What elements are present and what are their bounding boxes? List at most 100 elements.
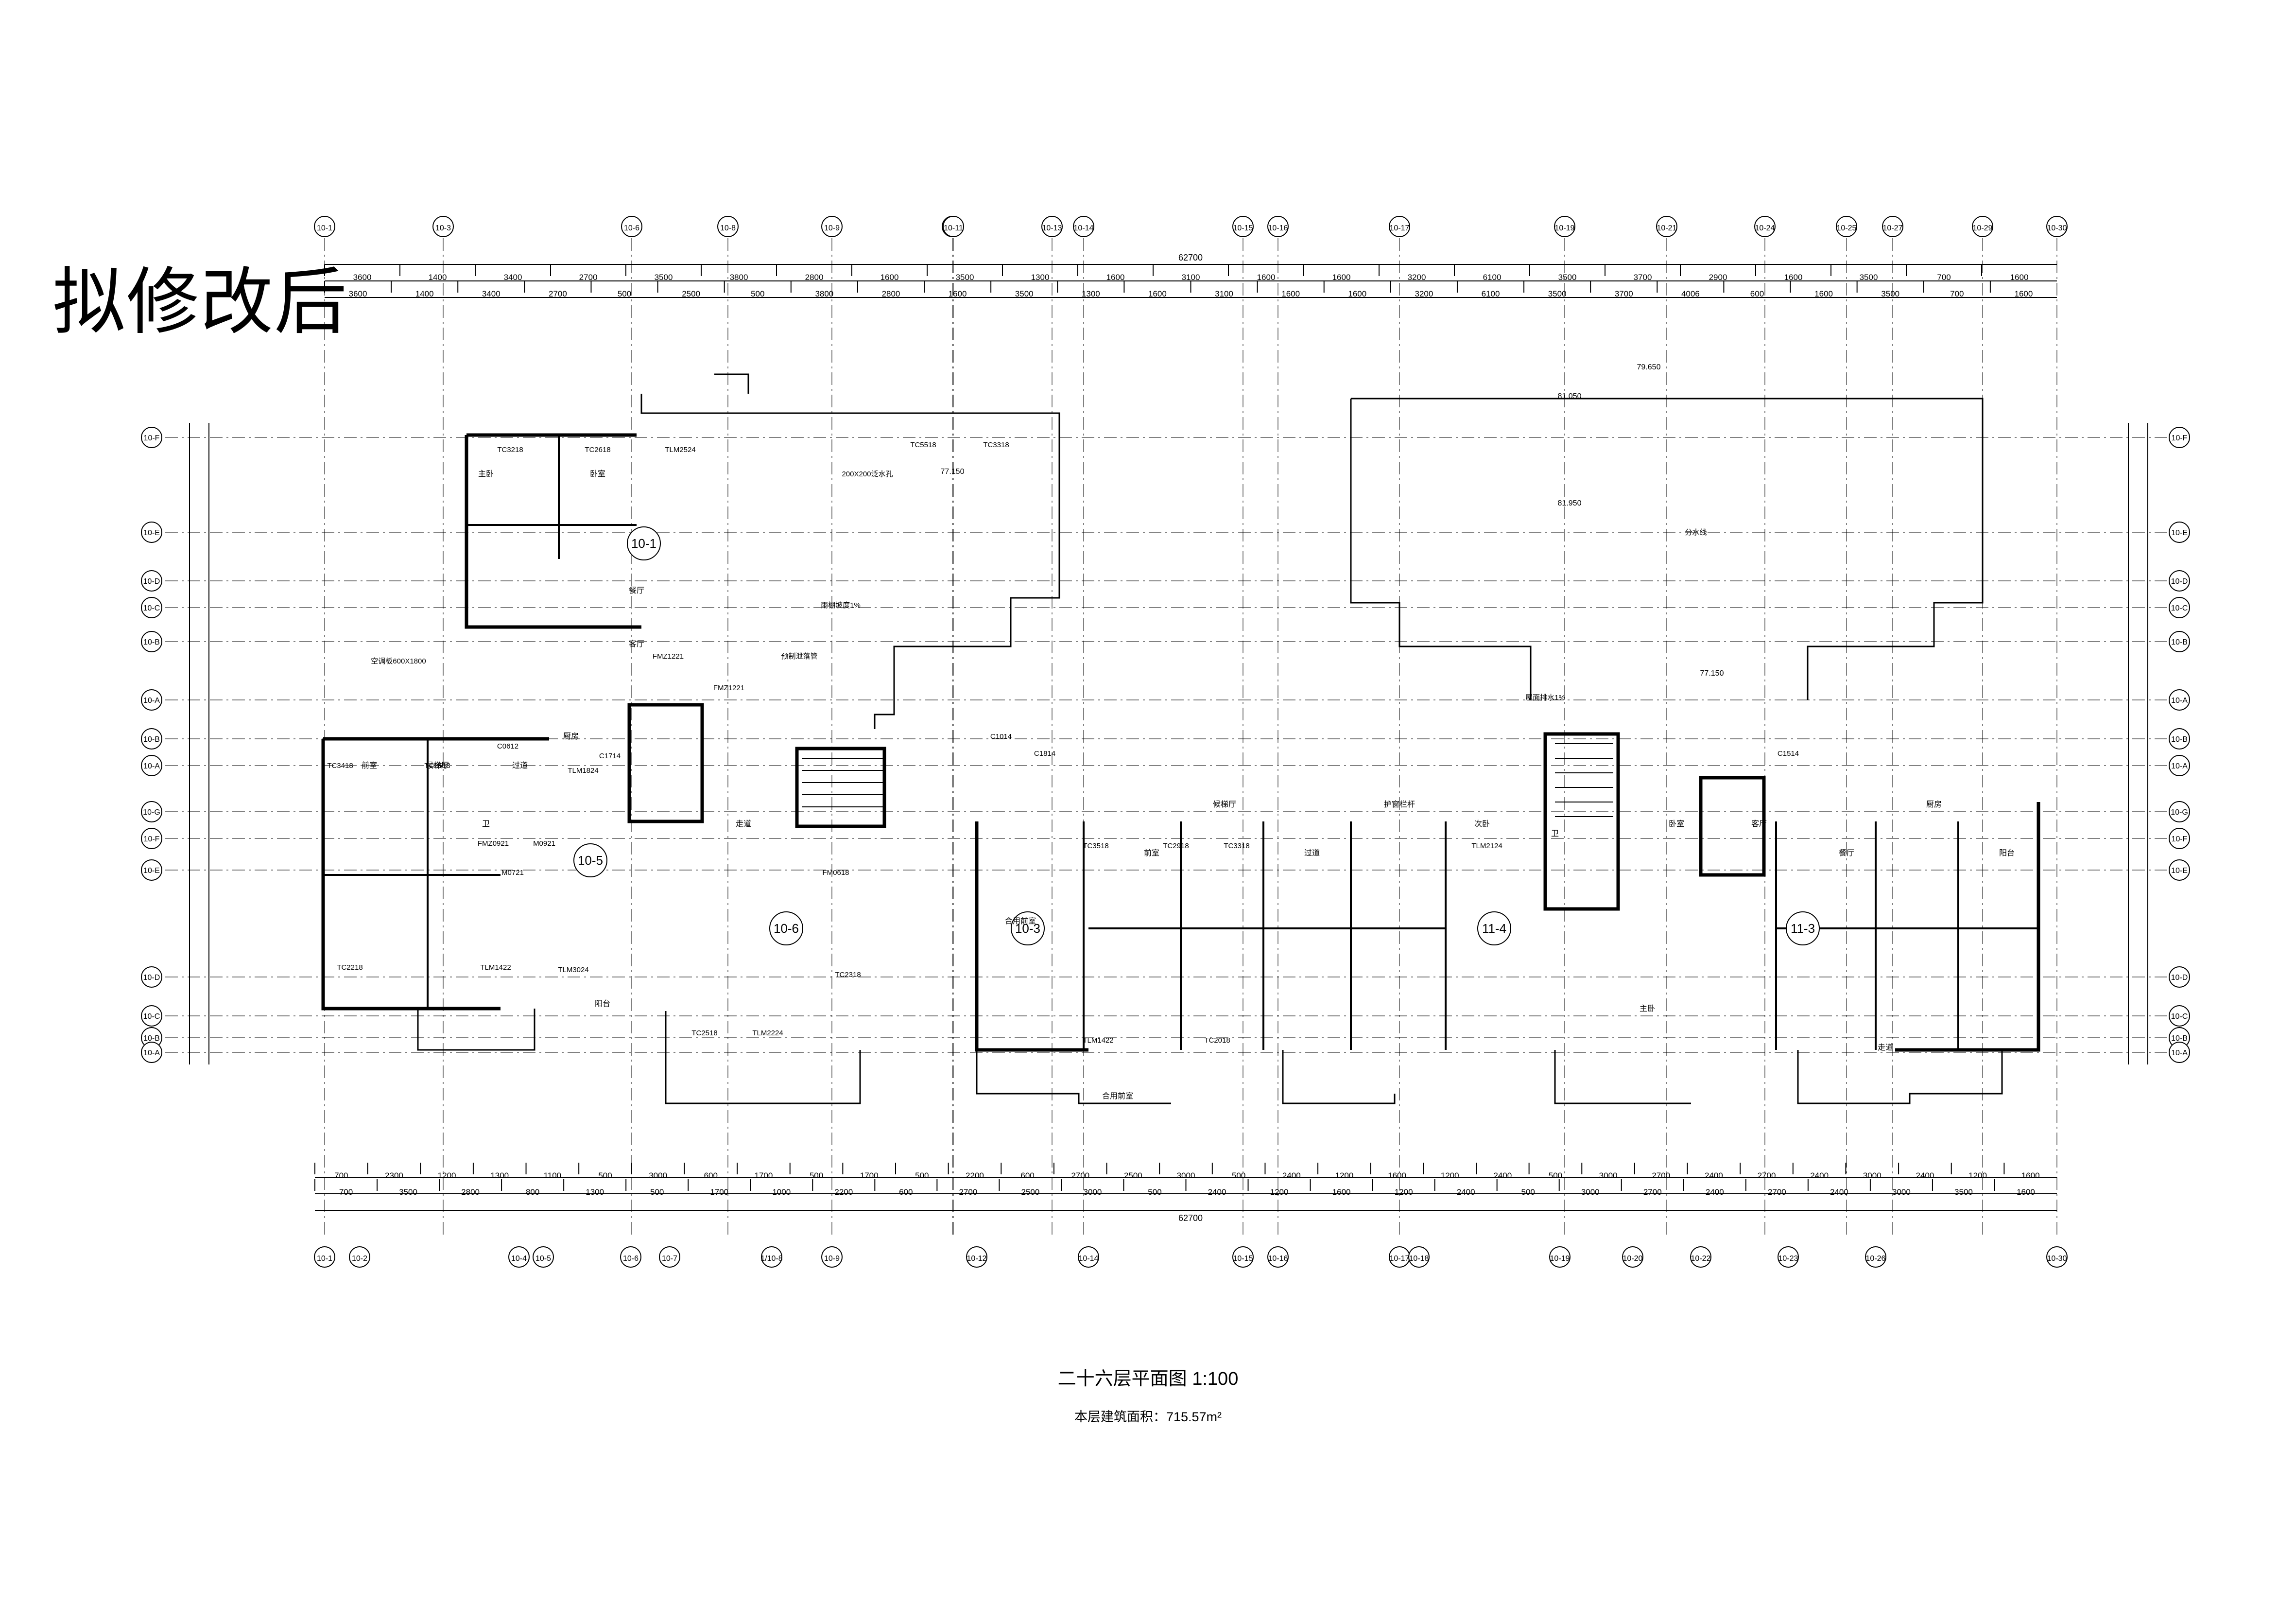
top-dimension-text: 1600 xyxy=(1814,289,1833,298)
top-dimension-text: 3600 xyxy=(353,273,372,282)
bottom-axis-label: 10-5 xyxy=(535,1255,551,1263)
room-label: 餐厅 xyxy=(1839,849,1854,857)
top-dimension-text: 3500 xyxy=(1548,289,1567,298)
room-label: 过道 xyxy=(1304,849,1320,857)
bottom-dimension-text: 3000 xyxy=(1581,1187,1600,1197)
unit-number: 11-4 xyxy=(1482,921,1506,936)
top-dimension-text: 3800 xyxy=(815,289,833,298)
left-axis-label: 10-D xyxy=(143,974,160,982)
room-label: 客厅 xyxy=(1751,820,1767,828)
left-axis-label: 10-E xyxy=(143,529,160,537)
right-axis-bubble xyxy=(2169,689,2190,711)
bottom-dimension-text: 2400 xyxy=(1706,1187,1724,1197)
top-axis-label: 10-8 xyxy=(720,224,736,232)
room-label: 合用前室 xyxy=(1102,1092,1133,1100)
drawing-note: 预制泄落管 xyxy=(781,652,817,661)
bottom-axis-label: 10-6 xyxy=(623,1255,639,1263)
elevation-mark: 79.650 xyxy=(1637,363,1661,371)
bottom-dimension-text: 500 xyxy=(1148,1187,1161,1197)
top-dimension-text: 700 xyxy=(1937,273,1951,282)
room-label: 前室 xyxy=(1144,849,1159,857)
balcony-outlines xyxy=(417,1009,2003,1104)
unit-number: 11-3 xyxy=(1791,921,1815,936)
room-label: 阳台 xyxy=(595,999,610,1008)
left-axis-label: 10-D xyxy=(143,577,160,586)
bottom-axis-label: 10-16 xyxy=(1268,1255,1288,1263)
top-axis-bubble xyxy=(1554,216,1575,237)
roof-outlines xyxy=(640,373,1984,729)
top-dimension-text: 3600 xyxy=(349,289,367,298)
right-axis-bubble xyxy=(2169,728,2190,750)
bottom-dimension-text: 1200 xyxy=(1968,1171,1987,1180)
bottom-axis-label: 10-2 xyxy=(352,1255,367,1263)
drawing-note: 雨棚坡度1% xyxy=(821,601,861,610)
door-window-tag: TLM2524 xyxy=(665,446,695,454)
bottom-dimension-text: 2700 xyxy=(959,1187,977,1197)
bottom-axis-label: 10-22 xyxy=(1691,1255,1711,1263)
door-window-tag: TC2318 xyxy=(835,971,861,979)
top-dimension-text: 3100 xyxy=(1182,273,1200,282)
bottom-dimension-text: 1300 xyxy=(586,1187,604,1197)
bottom-dimension-text: 2700 xyxy=(1643,1187,1662,1197)
bottom-dimension-text: 3000 xyxy=(1084,1187,1102,1197)
top-axis-label: 10-24 xyxy=(1755,224,1775,232)
right-axis-label: 10-C xyxy=(2171,1012,2188,1021)
elevation-mark: 81.050 xyxy=(1558,392,1582,401)
left-axis-label: 10-F xyxy=(144,835,160,843)
left-axis-bubble xyxy=(141,828,162,849)
top-axis-label: 10-19 xyxy=(1555,224,1575,232)
bottom-dimension-text: 2400 xyxy=(1830,1187,1848,1197)
bottom-dimension-text: 3000 xyxy=(1892,1187,1911,1197)
top-axis-bubble xyxy=(1836,216,1857,237)
unit-number: 10-3 xyxy=(1015,921,1040,936)
bottom-axis-label: 1/10-8 xyxy=(760,1255,782,1263)
bottom-dimension-text: 1600 xyxy=(2021,1171,2040,1180)
door-window-tag: TC2518 xyxy=(691,1029,717,1037)
door-window-tag: TLM1824 xyxy=(568,767,598,775)
bottom-axis-bubble xyxy=(659,1246,680,1268)
door-window-tag: TLM1422 xyxy=(1083,1036,1113,1045)
bottom-dimension-text: 500 xyxy=(1232,1171,1245,1180)
door-window-tag: FM0618 xyxy=(822,869,849,877)
bottom-dimension-text: 600 xyxy=(1020,1171,1034,1180)
bottom-dimension-text: 500 xyxy=(915,1171,929,1180)
bottom-dimension-text: 3000 xyxy=(649,1171,667,1180)
top-dimension-text: 3200 xyxy=(1415,289,1433,298)
right-axis-label: 10-C xyxy=(2171,604,2188,612)
bottom-axis-bubble xyxy=(966,1246,987,1268)
bottom-axis-label: 10-15 xyxy=(1233,1255,1253,1263)
door-window-tag: TLM2224 xyxy=(752,1029,783,1037)
top-dimension-text: 1300 xyxy=(1031,273,1050,282)
top-axis-bubble xyxy=(1656,216,1677,237)
door-window-tag: TLM1422 xyxy=(480,963,511,972)
top-axis-bubble xyxy=(2046,216,2068,237)
elevation-mark: 77.150 xyxy=(941,468,965,476)
left-axis-label: 10-C xyxy=(143,604,160,612)
top-dimension-text: 2700 xyxy=(549,289,567,298)
room-label: 厨房 xyxy=(563,732,579,741)
left-axis-bubble xyxy=(141,427,162,448)
top-dimension-text: 3500 xyxy=(1558,273,1577,282)
bottom-dimension-text: 2200 xyxy=(966,1171,984,1180)
bottom-dimension-text: 800 xyxy=(526,1187,539,1197)
top-dimension-text: 3200 xyxy=(1408,273,1426,282)
left-axis-label: 10-B xyxy=(143,1034,160,1043)
door-window-tag: C1514 xyxy=(1778,750,1799,758)
left-axis-bubble xyxy=(141,859,162,881)
bottom-dimension-text: 3500 xyxy=(1954,1187,1973,1197)
bottom-axis-bubble xyxy=(314,1246,335,1268)
unit-number-bubble xyxy=(769,911,803,945)
bottom-dimension-text: 2400 xyxy=(1208,1187,1226,1197)
door-window-tag: TC2918 xyxy=(1163,842,1189,850)
room-label: 走道 xyxy=(736,820,751,828)
top-dimension-text: 3500 xyxy=(1881,289,1899,298)
bottom-axis-label: 10-23 xyxy=(1778,1255,1798,1263)
bottom-axis-bubble xyxy=(1078,1246,1099,1268)
room-label: 主卧 xyxy=(1640,1004,1655,1013)
top-dimension-text: 3500 xyxy=(956,273,974,282)
bottom-dimension-text: 2700 xyxy=(1758,1171,1776,1180)
bottom-dimension-text: 1700 xyxy=(754,1171,773,1180)
right-axis-label: 10-D xyxy=(2171,577,2188,586)
right-axis-label: 10-A xyxy=(2171,697,2188,705)
interior-walls xyxy=(323,435,2038,1050)
